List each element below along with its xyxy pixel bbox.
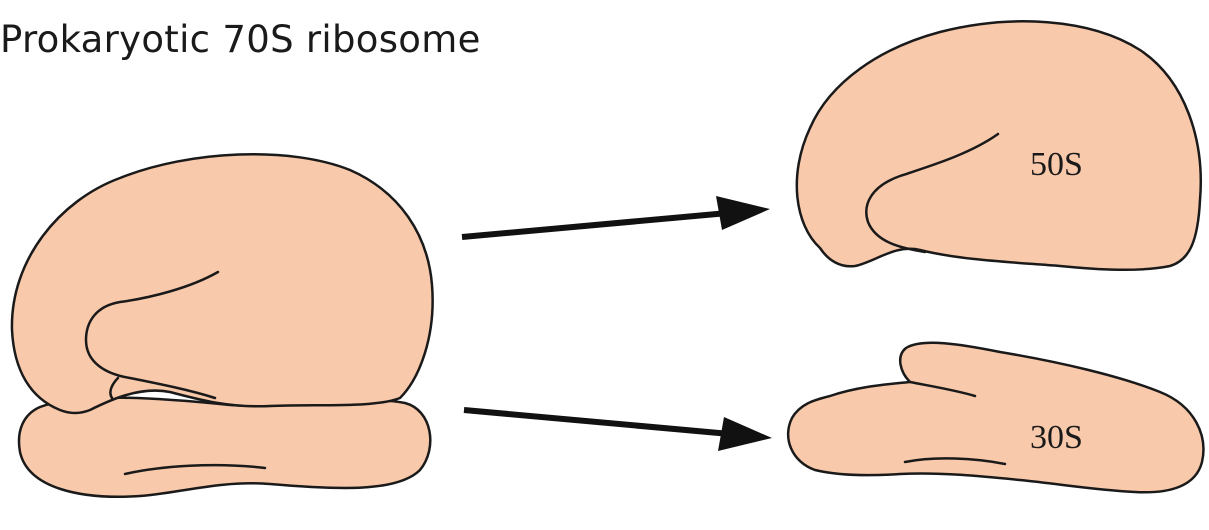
ribosome-70s bbox=[12, 154, 433, 496]
arrow-to-50s-shaft bbox=[462, 213, 728, 237]
subunit-50s-shape bbox=[797, 21, 1201, 269]
subunit-30s-shape bbox=[788, 343, 1203, 493]
arrow-to-30s-shaft bbox=[464, 410, 730, 434]
subunit-50s-label: 50S bbox=[1030, 146, 1083, 183]
arrow-to-50s-head bbox=[716, 196, 770, 230]
dissociation-arrows bbox=[462, 196, 772, 451]
subunit-50s: 50S bbox=[797, 21, 1201, 269]
ribosome-70s-large-subunit bbox=[12, 154, 433, 413]
subunit-30s-label: 30S bbox=[1030, 419, 1083, 456]
arrow-to-30s-head bbox=[718, 417, 772, 451]
subunit-30s: 30S bbox=[788, 343, 1203, 493]
